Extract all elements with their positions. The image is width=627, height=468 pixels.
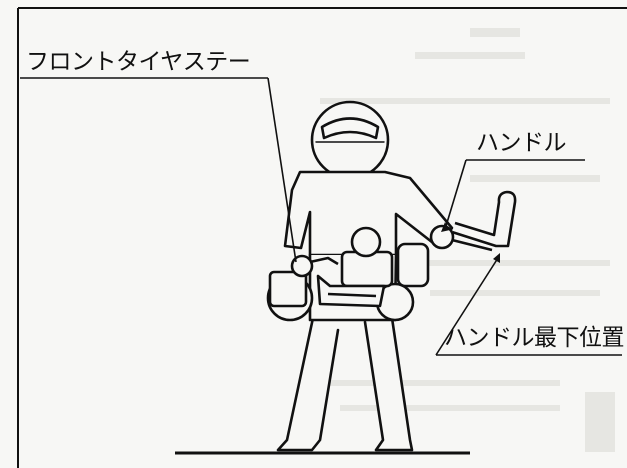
handle-leader xyxy=(445,159,467,227)
front-tire-stay-leader xyxy=(267,77,297,263)
head xyxy=(310,100,390,180)
visor xyxy=(320,117,380,140)
leader-arrows xyxy=(441,222,500,263)
left-leg xyxy=(276,316,340,452)
handle-lowest-arrowhead xyxy=(493,253,500,263)
right-hand xyxy=(429,224,455,250)
handle-lowest-leader xyxy=(435,257,499,356)
handle-arrowhead xyxy=(441,222,450,232)
label-front-tire-stay: フロントタイヤステー xyxy=(26,49,251,75)
right-leg xyxy=(363,316,414,452)
fuel-tank xyxy=(396,242,430,288)
label-handle-lowest-position: ハンドル最下位置 xyxy=(444,325,625,351)
deck xyxy=(316,274,386,308)
recoil-disc xyxy=(350,226,382,258)
leader-lines xyxy=(20,77,622,356)
left-hand xyxy=(290,254,314,278)
label-handle: ハンドル xyxy=(476,130,567,156)
machine xyxy=(266,190,517,322)
front-tire-stay-plate xyxy=(268,270,308,308)
bleed-through-ghost xyxy=(300,28,615,452)
handle-bar xyxy=(451,190,517,248)
